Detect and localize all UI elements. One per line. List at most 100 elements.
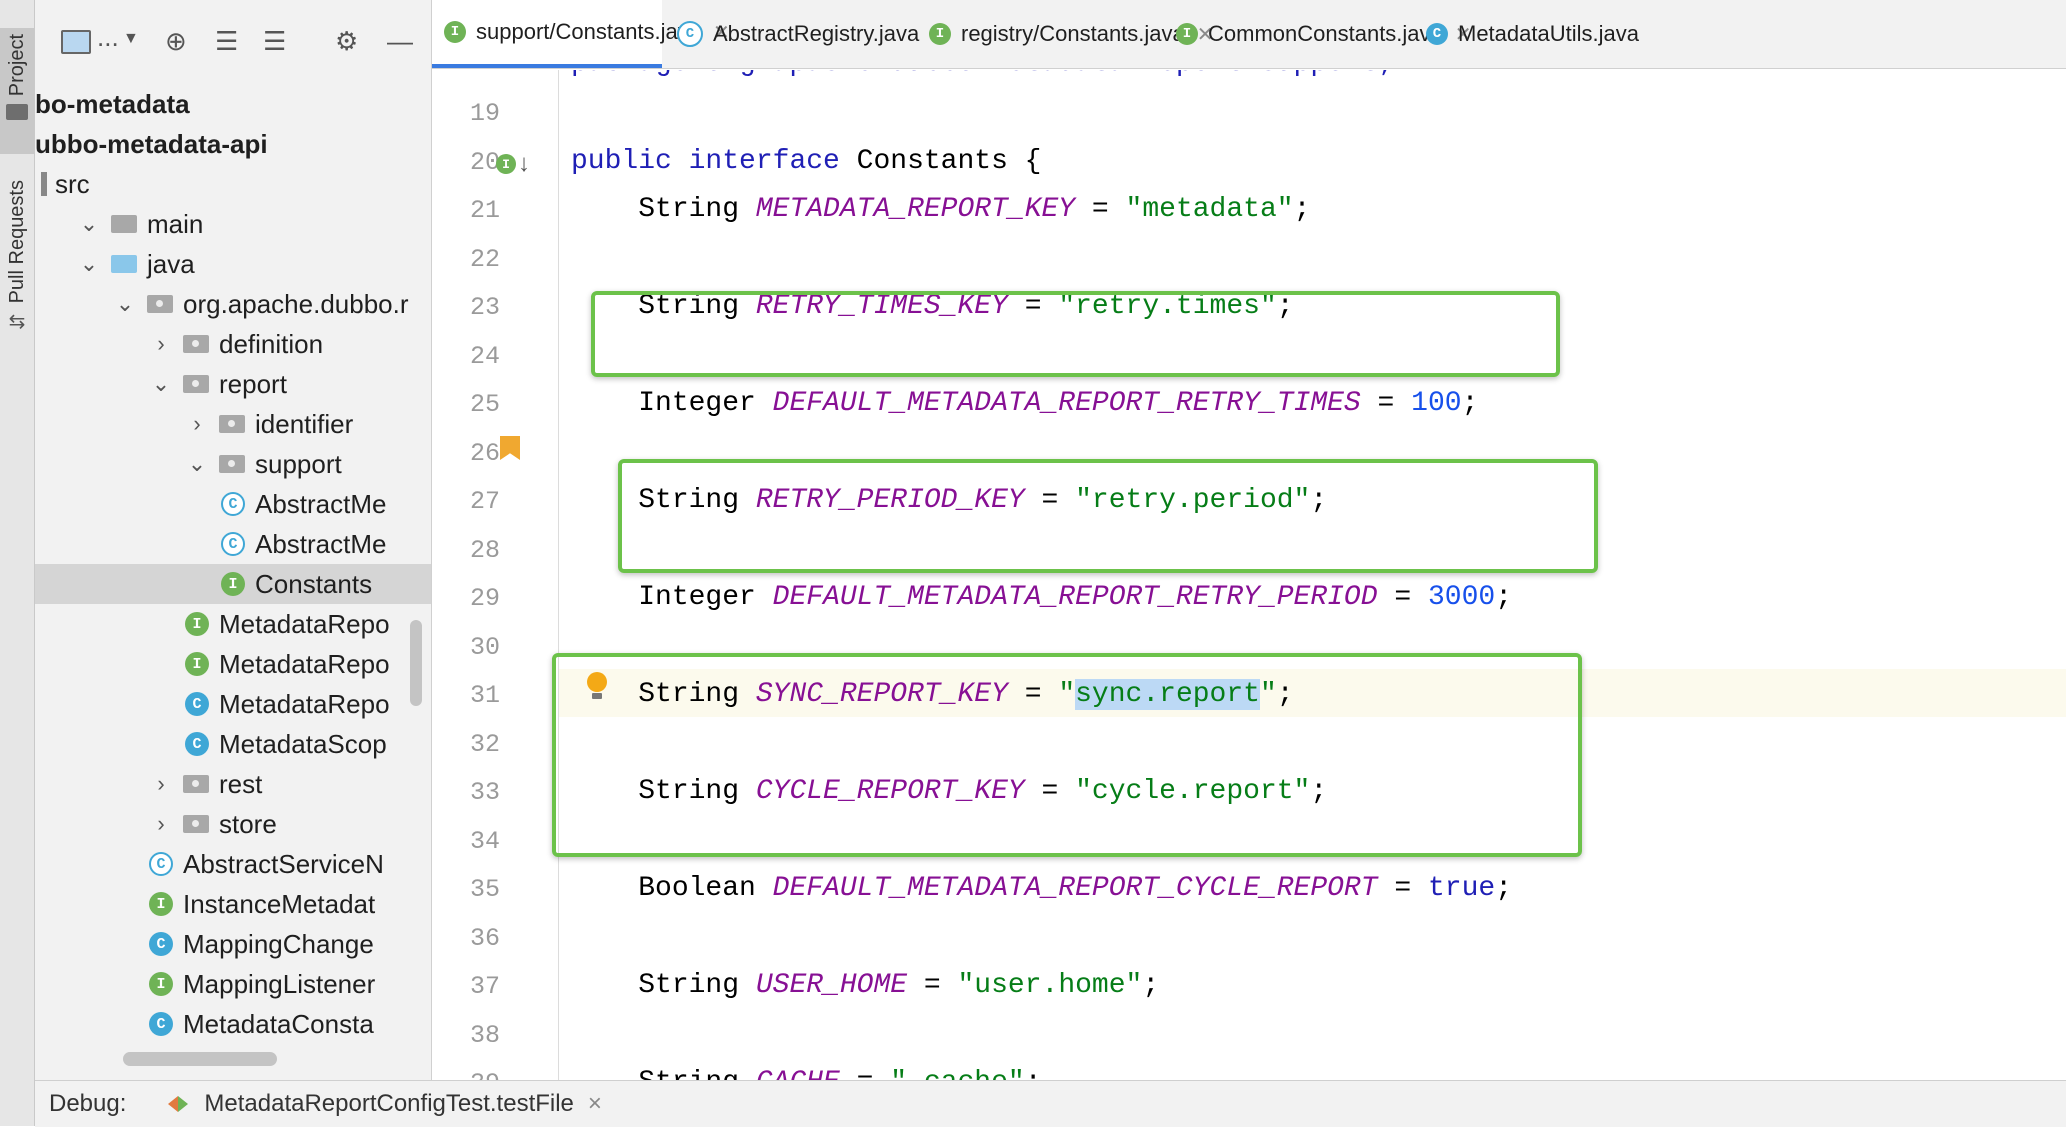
editor-tab-label: MetadataUtils.java — [1458, 21, 1639, 46]
close-tab-icon[interactable]: ✕ — [1196, 23, 1214, 46]
chevron-down-icon[interactable]: ▼ — [123, 30, 139, 47]
tree-horizontal-scrollbar[interactable] — [123, 1052, 277, 1066]
tree-item-label: MappingListener — [183, 968, 376, 999]
class-icon: C — [185, 732, 209, 756]
tree-item[interactable]: ⌄ main — [35, 204, 431, 244]
tree-item[interactable]: I MetadataRepo — [35, 644, 431, 684]
package-icon — [183, 815, 209, 833]
chevron-down-icon[interactable]: ⌄ — [151, 371, 171, 396]
class-icon: C — [1426, 23, 1448, 45]
tree-item-label: main — [147, 208, 204, 239]
gear-icon[interactable]: ⚙ — [335, 26, 359, 56]
tree-item-label: bo-metadata — [35, 88, 190, 119]
chevron-right-icon[interactable]: › — [157, 331, 165, 356]
close-tab-icon[interactable]: ✕ — [713, 21, 730, 44]
crosshair-icon[interactable]: ⊕ — [165, 26, 187, 56]
close-tab-icon[interactable]: ✕ — [1454, 23, 1472, 46]
tree-item[interactable]: ›store — [35, 804, 431, 844]
tree-item[interactable]: ›rest — [35, 764, 431, 804]
abstract-class-icon: C — [221, 492, 245, 516]
interface-icon: I — [185, 652, 209, 676]
implemented-interface-marker[interactable]: I ↓ — [496, 150, 530, 178]
tree-item[interactable]: I MappingListener — [35, 964, 431, 1004]
close-icon[interactable]: × — [587, 1090, 602, 1117]
chevron-down-icon[interactable]: ⌄ — [79, 211, 99, 236]
package-icon — [147, 295, 173, 313]
line-number: 26 — [469, 438, 500, 468]
chevron-right-icon[interactable]: › — [157, 811, 165, 836]
project-panel: ... ▼ ⊕ ☰ ☰ ⚙ — bo-metadata ubbo-metadata… — [35, 0, 432, 1080]
tree-item[interactable]: › definition — [35, 324, 431, 364]
code-line-partial: package org.apache.dubbo.metadata.report… — [571, 70, 1394, 79]
tree-item[interactable]: src — [35, 164, 431, 204]
collapse-all-icon[interactable]: ☰ — [263, 26, 287, 56]
tree-item[interactable]: ⌄java — [35, 244, 431, 284]
line-number: 28 — [469, 535, 500, 565]
code-line: String CACHE = ".cache"; — [571, 1067, 1041, 1080]
code-editor[interactable]: package org.apache.dubbo.metadata.report… — [559, 70, 2066, 1080]
highlight-box-sync-cycle — [552, 653, 1582, 857]
tree-item-label: AbstractMe — [255, 528, 387, 559]
chevron-down-icon[interactable]: ⌄ — [79, 251, 99, 276]
tree-item-label: identifier — [255, 408, 354, 439]
tree-vertical-scrollbar[interactable] — [410, 620, 422, 706]
tree-item[interactable]: › identifier — [35, 404, 431, 444]
line-number: 34 — [469, 826, 500, 856]
project-toolbar: ... ▼ ⊕ ☰ ☰ ⚙ — — [35, 0, 431, 70]
tree-item[interactable]: ubbo-metadata-api — [35, 124, 431, 164]
tree-item-label: definition — [219, 328, 324, 359]
interface-icon: I — [149, 972, 173, 996]
tree-item[interactable]: bo-metadata — [35, 84, 431, 124]
chevron-right-icon[interactable]: › — [157, 771, 165, 796]
tree-item[interactable]: C AbstractMe — [35, 524, 431, 564]
tree-item-label: InstanceMetadat — [183, 888, 376, 919]
editor-tab[interactable]: C MetadataUtils.java — [1414, 0, 1639, 68]
tree-item[interactable]: ⌄report — [35, 364, 431, 404]
code-line: String SYNC_REPORT_KEY = "sync.report"; — [571, 679, 1294, 710]
tool-window-strip: Project Pull Requests ⇆ — [0, 0, 35, 1126]
editor-tab-label: support/Constants.java — [476, 19, 702, 44]
layout-icon[interactable] — [61, 30, 91, 54]
lightbulb-icon[interactable] — [587, 672, 607, 699]
tree-item-label: MetadataConsta — [183, 1008, 374, 1039]
line-number: 19 — [469, 99, 500, 128]
tree-item-label: Constants — [255, 568, 373, 599]
folder-icon — [6, 104, 28, 121]
chevron-down-icon[interactable]: ⌄ — [187, 451, 207, 476]
bookmark-icon[interactable] — [500, 436, 520, 460]
tree-item[interactable]: ⌄support — [35, 444, 431, 484]
editor-tab-label: AbstractRegistry.java — [713, 21, 920, 46]
package-icon — [219, 415, 245, 433]
abstract-class-icon: C — [221, 532, 245, 556]
minimize-icon[interactable]: — — [387, 26, 413, 56]
debug-session-tab[interactable]: MetadataReportConfigTest.testFile — [204, 1090, 574, 1117]
code-line: Integer DEFAULT_METADATA_REPORT_RETRY_TI… — [571, 388, 1479, 419]
expand-all-icon[interactable]: ☰ — [215, 26, 239, 56]
tree-item[interactable]: ⌄org.apache.dubbo.r — [35, 284, 431, 324]
pull-requests-tool-tab[interactable]: Pull Requests ⇆ — [0, 180, 34, 334]
project-tool-tab[interactable]: Project — [0, 28, 34, 154]
view-mode-dropdown[interactable]: ... — [97, 22, 119, 52]
line-number: 21 — [469, 196, 500, 225]
chevron-down-icon[interactable]: ⌄ — [115, 291, 135, 316]
chevron-right-icon[interactable]: › — [193, 411, 201, 436]
pull-request-icon: ⇆ — [8, 311, 26, 334]
tree-item-label: MetadataRepo — [219, 648, 390, 679]
editor-tab-label: CommonConstants.java — [1208, 21, 1443, 46]
highlight-box-retry-period — [618, 459, 1598, 573]
code-line: String RETRY_TIMES_KEY = "retry.times"; — [571, 291, 1294, 322]
